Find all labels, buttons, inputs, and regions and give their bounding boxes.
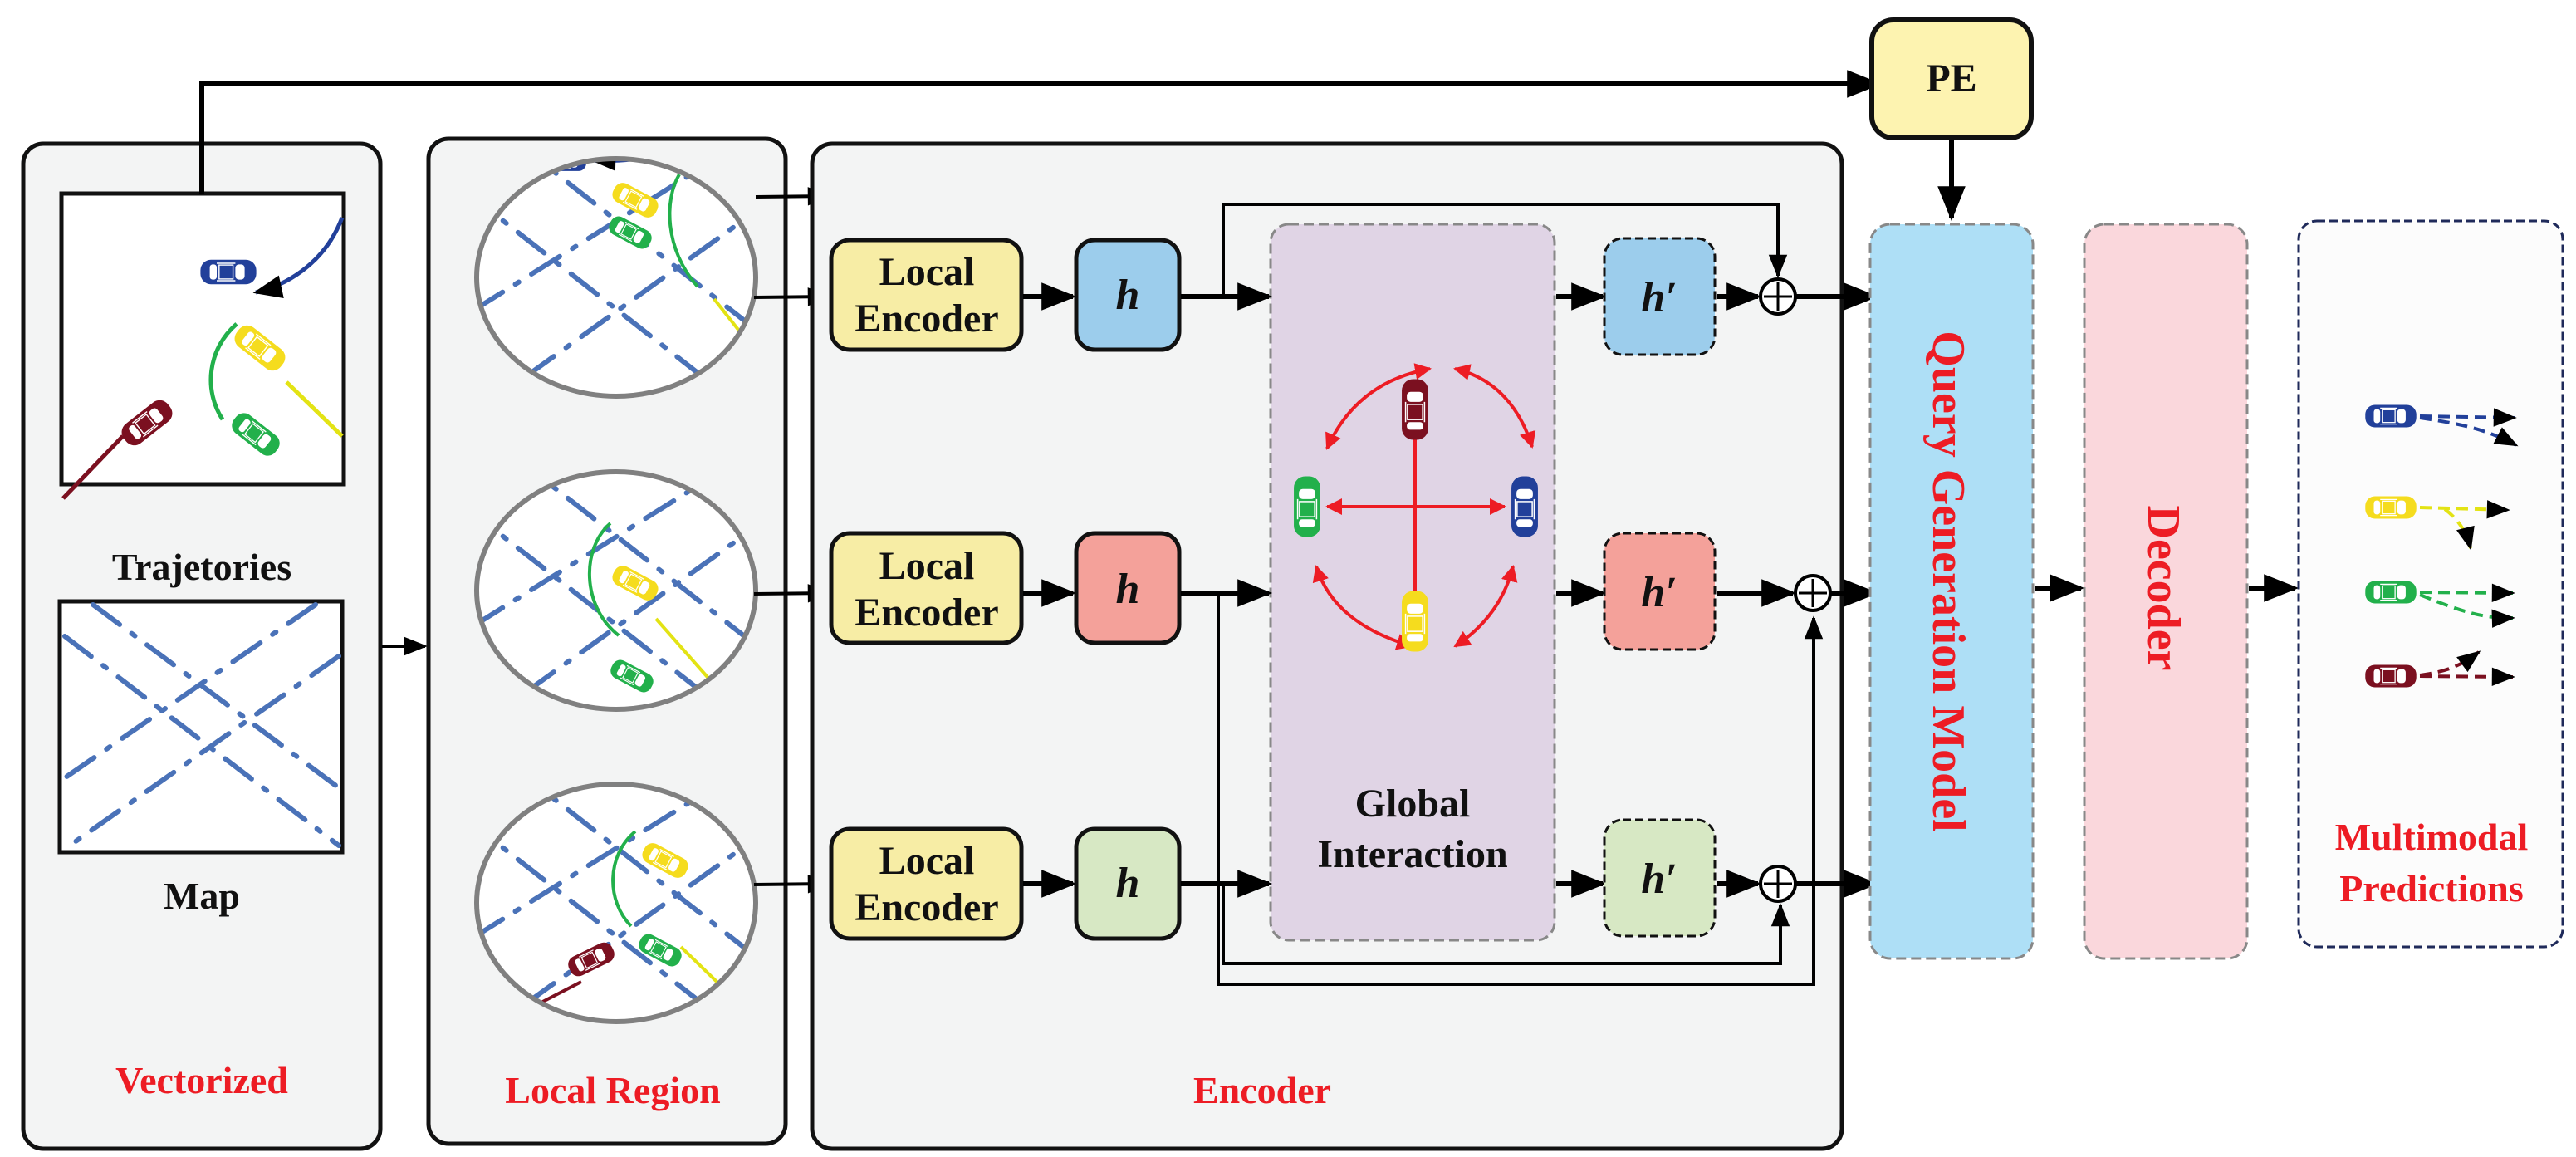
svg-text:Encoder: Encoder [855,591,998,635]
svg-text:Encoder: Encoder [855,885,998,929]
svg-text:h: h [1116,272,1140,319]
prediction-green-path-1 [2419,583,2515,602]
blue-car-icon [199,259,257,285]
query-generation-model-block: Query Generation Model [1868,223,2035,960]
vectorized-title: Vectorized [115,1059,288,1101]
global-interaction-label-2: Interaction [1317,832,1507,876]
map-label: Map [164,875,240,917]
svg-text:h: h [1116,860,1140,907]
skip-connection-row2 [1217,593,1824,986]
global-interaction-label-1: Global [1355,782,1471,826]
prediction-yellow-car-icon [2364,495,2417,520]
local-region-circle-3 [474,782,758,1024]
h-box-red: h [1074,531,1182,645]
predictions-title-line2: Predictions [2339,867,2523,909]
decoder-label: Decoder [2138,505,2189,670]
sum-node-2 [1794,574,1832,612]
local-region-circle-2 [474,469,758,712]
svg-text:h′: h′ [1641,569,1677,616]
svg-text:h: h [1116,566,1140,613]
local-region-circle-1 [474,156,758,399]
interaction-red-car-icon [1401,378,1429,441]
decoder-block: Decoder [2083,223,2249,960]
local-region-title: Local Region [505,1069,720,1111]
h-box-blue: h [1074,238,1182,352]
interaction-blue-car-icon [1511,475,1539,538]
svg-text:Local: Local [879,839,975,883]
global-interaction-block: Global Interaction [1269,223,1556,942]
local-encoder-1: Local Encoder [829,238,1024,352]
local-region-group: Local Region [426,136,788,1146]
h-prime-box-green: h′ [1603,818,1717,938]
prediction-blue-car-icon [2364,404,2417,429]
svg-text:Local: Local [879,250,975,294]
svg-text:Local: Local [879,544,975,588]
prediction-blue-path-1 [2419,408,2517,427]
prediction-red-path-1 [2419,667,2515,686]
prediction-green-car-icon [2364,580,2417,605]
encoder-group: Local Encoder Local Encoder Local Encode… [810,141,1844,1151]
local-encoder-3: Local Encoder [829,826,1024,941]
sum-node-1 [1759,277,1797,316]
h-prime-box-blue: h′ [1603,237,1717,356]
interaction-graph [1293,363,1539,653]
vectorized-group: Trajetories Map Vectorized [21,141,383,1151]
trajectories-panel [59,191,346,500]
prediction-red-car-icon [2364,664,2417,689]
interaction-yellow-car-icon [1401,590,1429,653]
prediction-yellow-path-2 [2443,507,2475,551]
skip-connection-row3 [1222,884,1790,965]
local-encoder-2: Local Encoder [829,531,1024,645]
interaction-green-car-icon [1293,475,1321,538]
predictions-title-line1: Multimodal [2335,816,2529,858]
trajectories-to-pe-arrow [199,70,1883,194]
encoder-title: Encoder [1193,1069,1331,1111]
skip-connection-row1 [1222,203,1788,297]
query-generation-label: Query Generation Model [1922,331,1974,831]
svg-text:Encoder: Encoder [855,297,998,341]
prediction-yellow-path-1 [2419,500,2510,519]
svg-text:h′: h′ [1641,855,1677,903]
trajectories-label: Trajetories [112,546,291,588]
pe-label: PE [1926,56,1976,101]
multimodal-predictions-block: Multimodal Predictions [2297,219,2564,949]
sum-node-3 [1759,865,1797,903]
map-panel [57,599,345,855]
prediction-red-path-2 [2419,650,2481,677]
svg-text:h′: h′ [1641,274,1677,321]
pe-box: PE [1869,17,2034,140]
h-box-green: h [1074,826,1182,941]
h-prime-box-red: h′ [1603,532,1717,651]
